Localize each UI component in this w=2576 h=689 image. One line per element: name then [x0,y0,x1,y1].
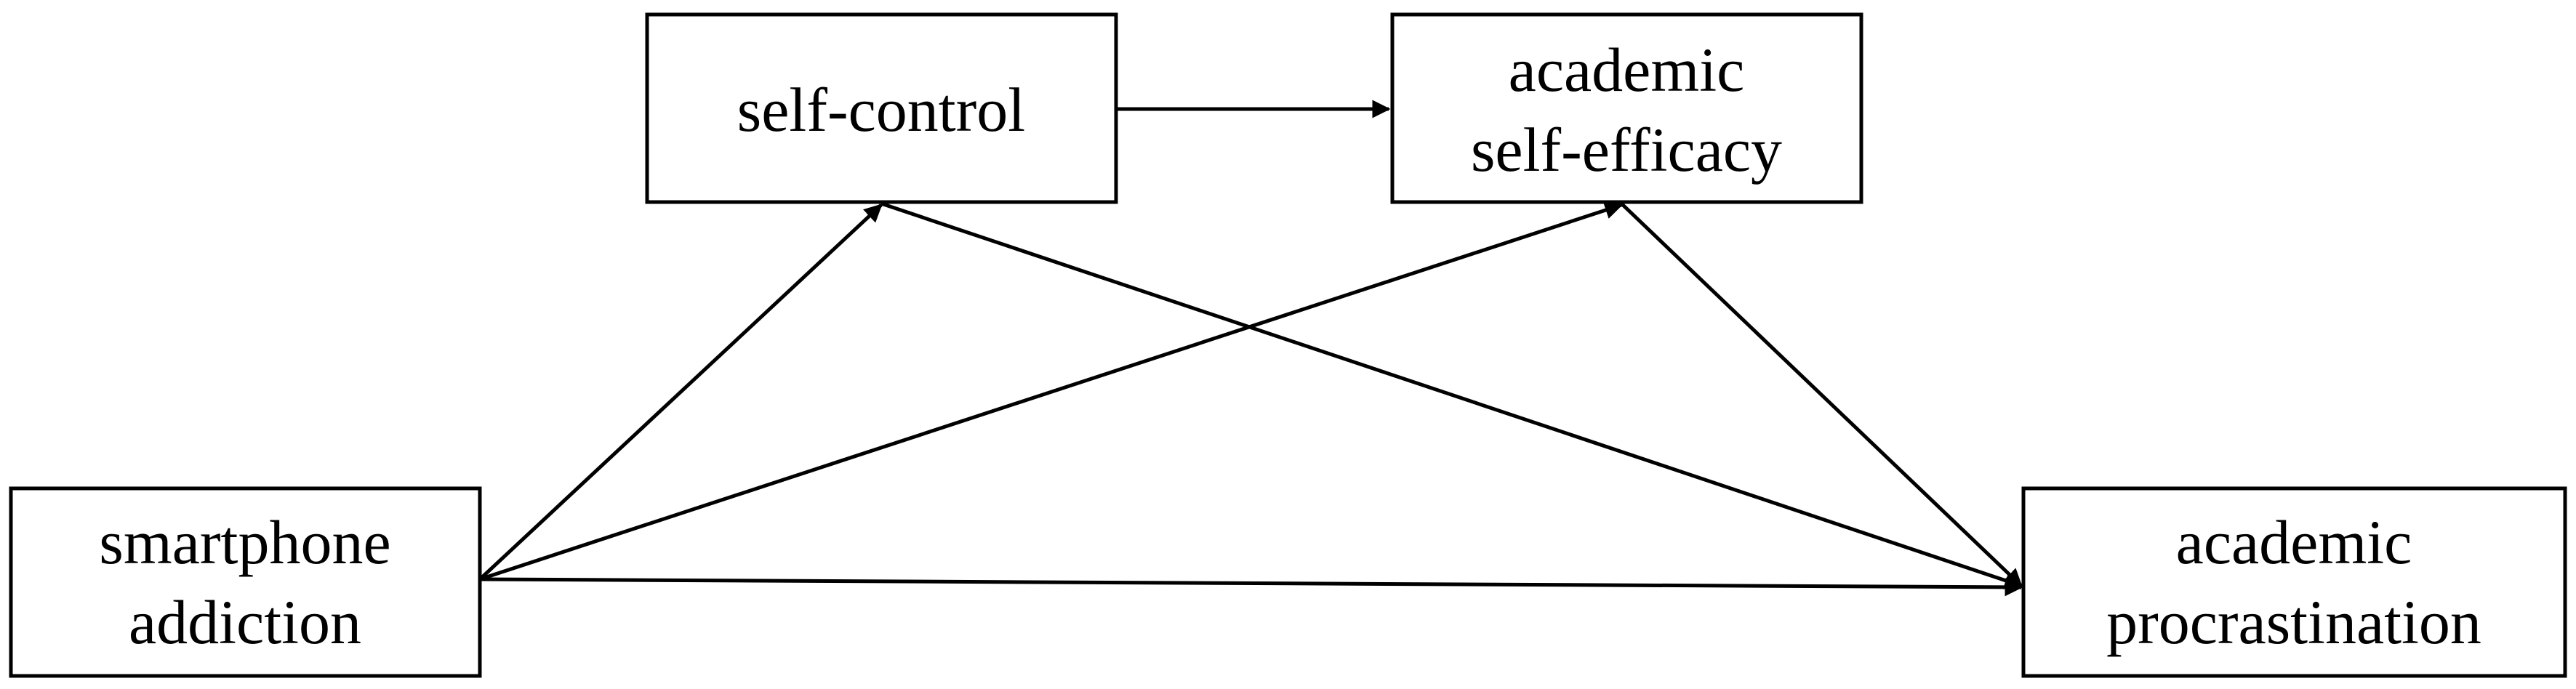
edge-academic-self-efficacy-to-academic-procrastination [1620,202,2023,587]
node-label-line: procrastination [2106,587,2481,657]
node-box [2021,486,2567,678]
edge-self-control-to-academic-procrastination [880,201,2023,589]
node-box [645,12,1118,204]
node-box [1390,12,1863,204]
node-academic-procrastination: academic procrastination [2021,486,2567,678]
node-self-control: self-control [645,12,1118,204]
edge-smartphone-addiction-to-academic-procrastination [479,577,2023,597]
node-label-line: smartphone [99,507,390,577]
edge-smartphone-addiction-to-self-control [478,204,883,581]
node-label-line: academic [2176,507,2412,577]
node-smartphone-addiction: smartphone addiction [9,486,482,678]
node-label-line: self-control [737,75,1025,145]
node-box [9,486,482,678]
edges [478,100,2023,597]
node-academic-self-efficacy: academic self-efficacy [1390,12,1863,204]
node-label-line: academic [1509,35,1745,105]
node-label-line: addiction [129,587,361,657]
edge-smartphone-addiction-to-academic-self-efficacy [479,201,1624,581]
node-label-line: self-efficacy [1471,115,1782,185]
